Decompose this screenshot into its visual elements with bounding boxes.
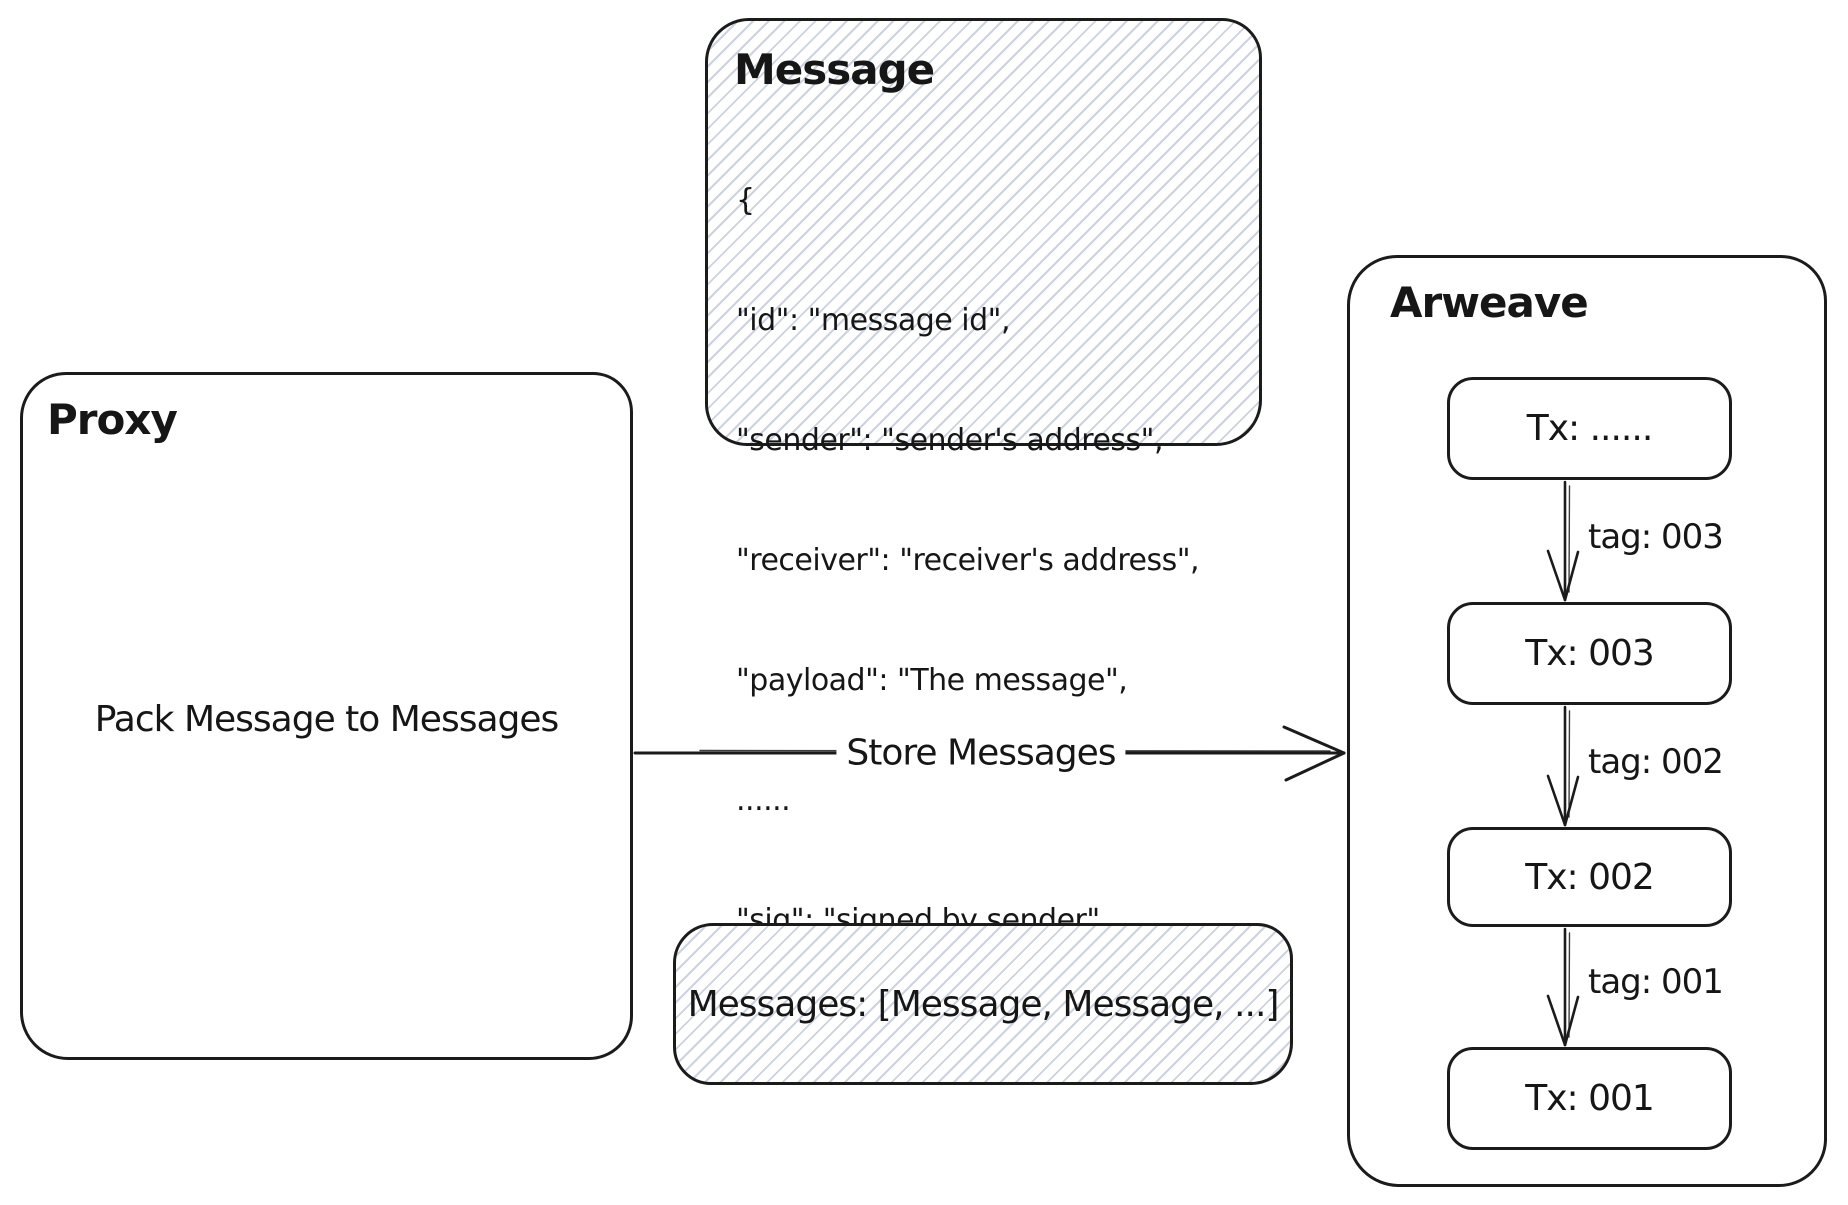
tx-box-003: Tx: 003: [1447, 602, 1732, 705]
tx-label: Tx: 003: [1525, 633, 1655, 674]
tx-box-002: Tx: 002: [1447, 827, 1732, 927]
store-messages-arrow-label: Store Messages: [836, 732, 1126, 774]
tx-label: Tx: ......: [1526, 408, 1654, 449]
tag-003-label: tag: 003: [1588, 517, 1724, 557]
message-box: Message { "id": "message id", "sender": …: [705, 18, 1262, 1058]
messages-label: Messages: [Message, Message, ...]: [687, 983, 1280, 1025]
tag-001-label: tag: 001: [1588, 962, 1724, 1002]
tx-label: Tx: 001: [1525, 1078, 1655, 1119]
code-line: ......: [736, 783, 791, 818]
tx-label: Tx: 002: [1525, 856, 1655, 898]
arweave-title: Arweave: [1390, 278, 1589, 327]
code-line: {: [736, 183, 755, 218]
tag-002-label: tag: 002: [1588, 742, 1724, 782]
proxy-body-text: Pack Message to Messages: [94, 699, 560, 740]
code-line: "receiver": "receiver's address",: [736, 543, 1200, 578]
message-json-code: { "id": "message id", "sender": "sender'…: [736, 101, 1200, 1141]
tx-box-001: Tx: 001: [1447, 1047, 1732, 1150]
message-title: Message: [734, 45, 935, 94]
tx-box-latest: Tx: ......: [1447, 377, 1732, 480]
code-line: "payload": "The message",: [736, 663, 1128, 698]
proxy-title: Proxy: [47, 395, 178, 444]
code-line: "sender": "sender's address",: [736, 423, 1164, 458]
code-line: "id": "message id",: [736, 303, 1011, 338]
messages-box: Messages: [Message, Message, ...]: [673, 923, 1293, 1085]
proxy-box: Proxy Pack Message to Messages: [20, 372, 633, 1060]
